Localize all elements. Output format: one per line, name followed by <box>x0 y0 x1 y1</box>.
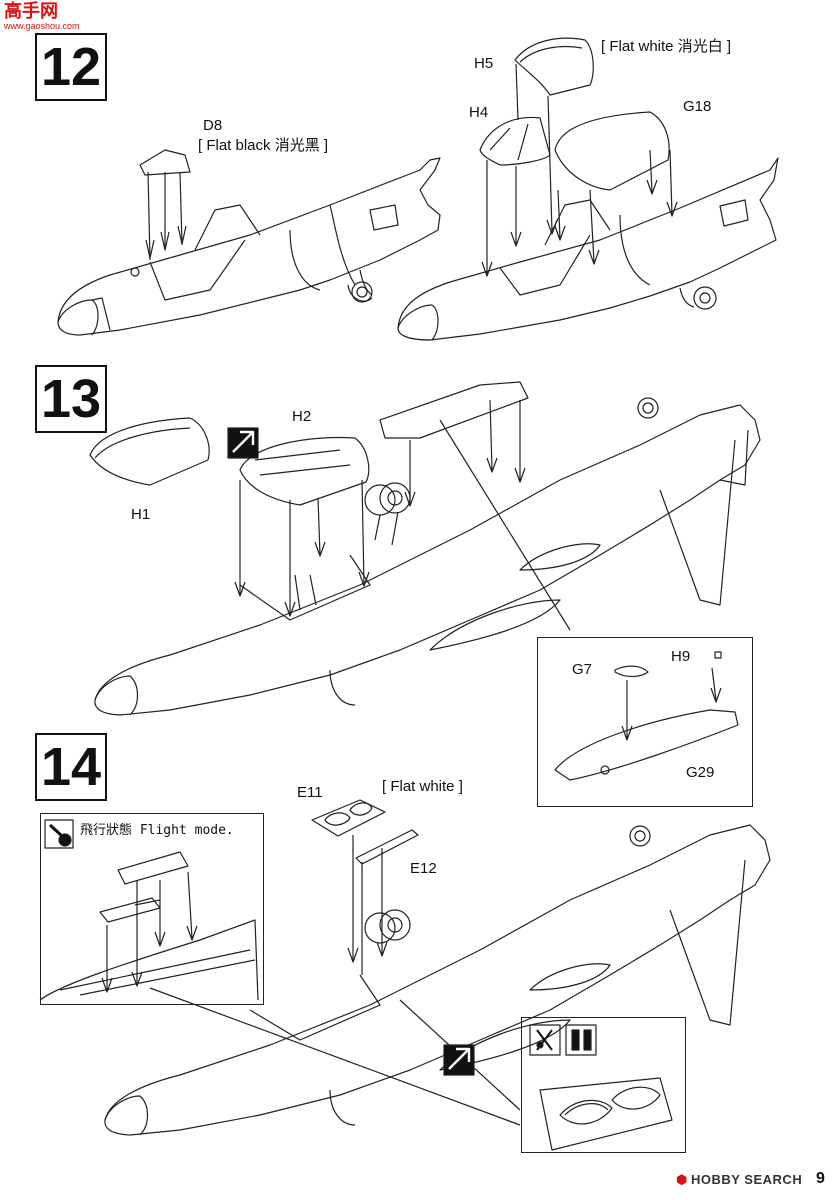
part-label-g18: G18 <box>683 98 712 115</box>
part-label-h2: H2 <box>292 408 312 425</box>
part-label-h5: H5 <box>474 55 494 72</box>
flight-mode-icon <box>44 819 74 849</box>
part-label-d8: D8 <box>203 117 223 134</box>
flight-mode-inset-drawing <box>39 851 259 1001</box>
watermark-logo: 高手网 <box>4 2 58 20</box>
part-label-h1: H1 <box>131 506 151 523</box>
part-label-h4: H4 <box>469 104 489 121</box>
footer-brand: ⬢ HOBBY SEARCH <box>676 1172 802 1188</box>
part-label-e11: E11 <box>297 784 323 801</box>
footer-brand-icon: ⬢ <box>676 1172 688 1187</box>
step-number-12: 12 <box>35 33 107 101</box>
step-number-14: 14 <box>35 733 107 801</box>
flight-mode-label: 飛行狀態 Flight mode. <box>80 823 234 838</box>
step14-inset-part <box>529 1024 673 1151</box>
footer-brand-text: HOBBY SEARCH <box>690 1172 803 1187</box>
paint-label-flat-white-h5: [ Flat white 消光白 ] <box>601 38 732 55</box>
step13-fuselage <box>89 381 761 716</box>
step14-detail-frame <box>521 1017 686 1153</box>
step13-detail-frame <box>537 637 753 807</box>
watermark-url: www.gaoshou.com <box>4 21 80 31</box>
part-label-e12: E12 <box>410 860 437 877</box>
step12-right-fuselage <box>397 37 779 341</box>
step14-fuselage <box>104 799 771 1136</box>
part-label-g29: G29 <box>686 764 715 781</box>
step-number-14-text: 14 <box>40 737 102 797</box>
step-number-13-text: 13 <box>40 369 102 429</box>
flight-mode-frame <box>40 813 264 1005</box>
step12-left-fuselage <box>57 149 441 336</box>
part-label-g7: G7 <box>572 661 593 678</box>
paint-label-flat-white-e11: [ Flat white ] <box>382 778 463 795</box>
step-number-12-text: 12 <box>40 37 102 97</box>
step13-flip-icon <box>227 427 259 459</box>
paint-label-flat-black: [ Flat black 消光黑 ] <box>198 137 329 154</box>
step13-inset-panel <box>554 651 739 781</box>
part-label-h9: H9 <box>671 648 691 665</box>
page-number: 9 <box>816 1170 825 1187</box>
watermark-logo-text: 高手网 <box>4 1 58 21</box>
step-number-13: 13 <box>35 365 107 433</box>
step14-flip-icon <box>443 1044 475 1076</box>
watermark-url-text: www.gaoshou.com <box>4 21 80 31</box>
